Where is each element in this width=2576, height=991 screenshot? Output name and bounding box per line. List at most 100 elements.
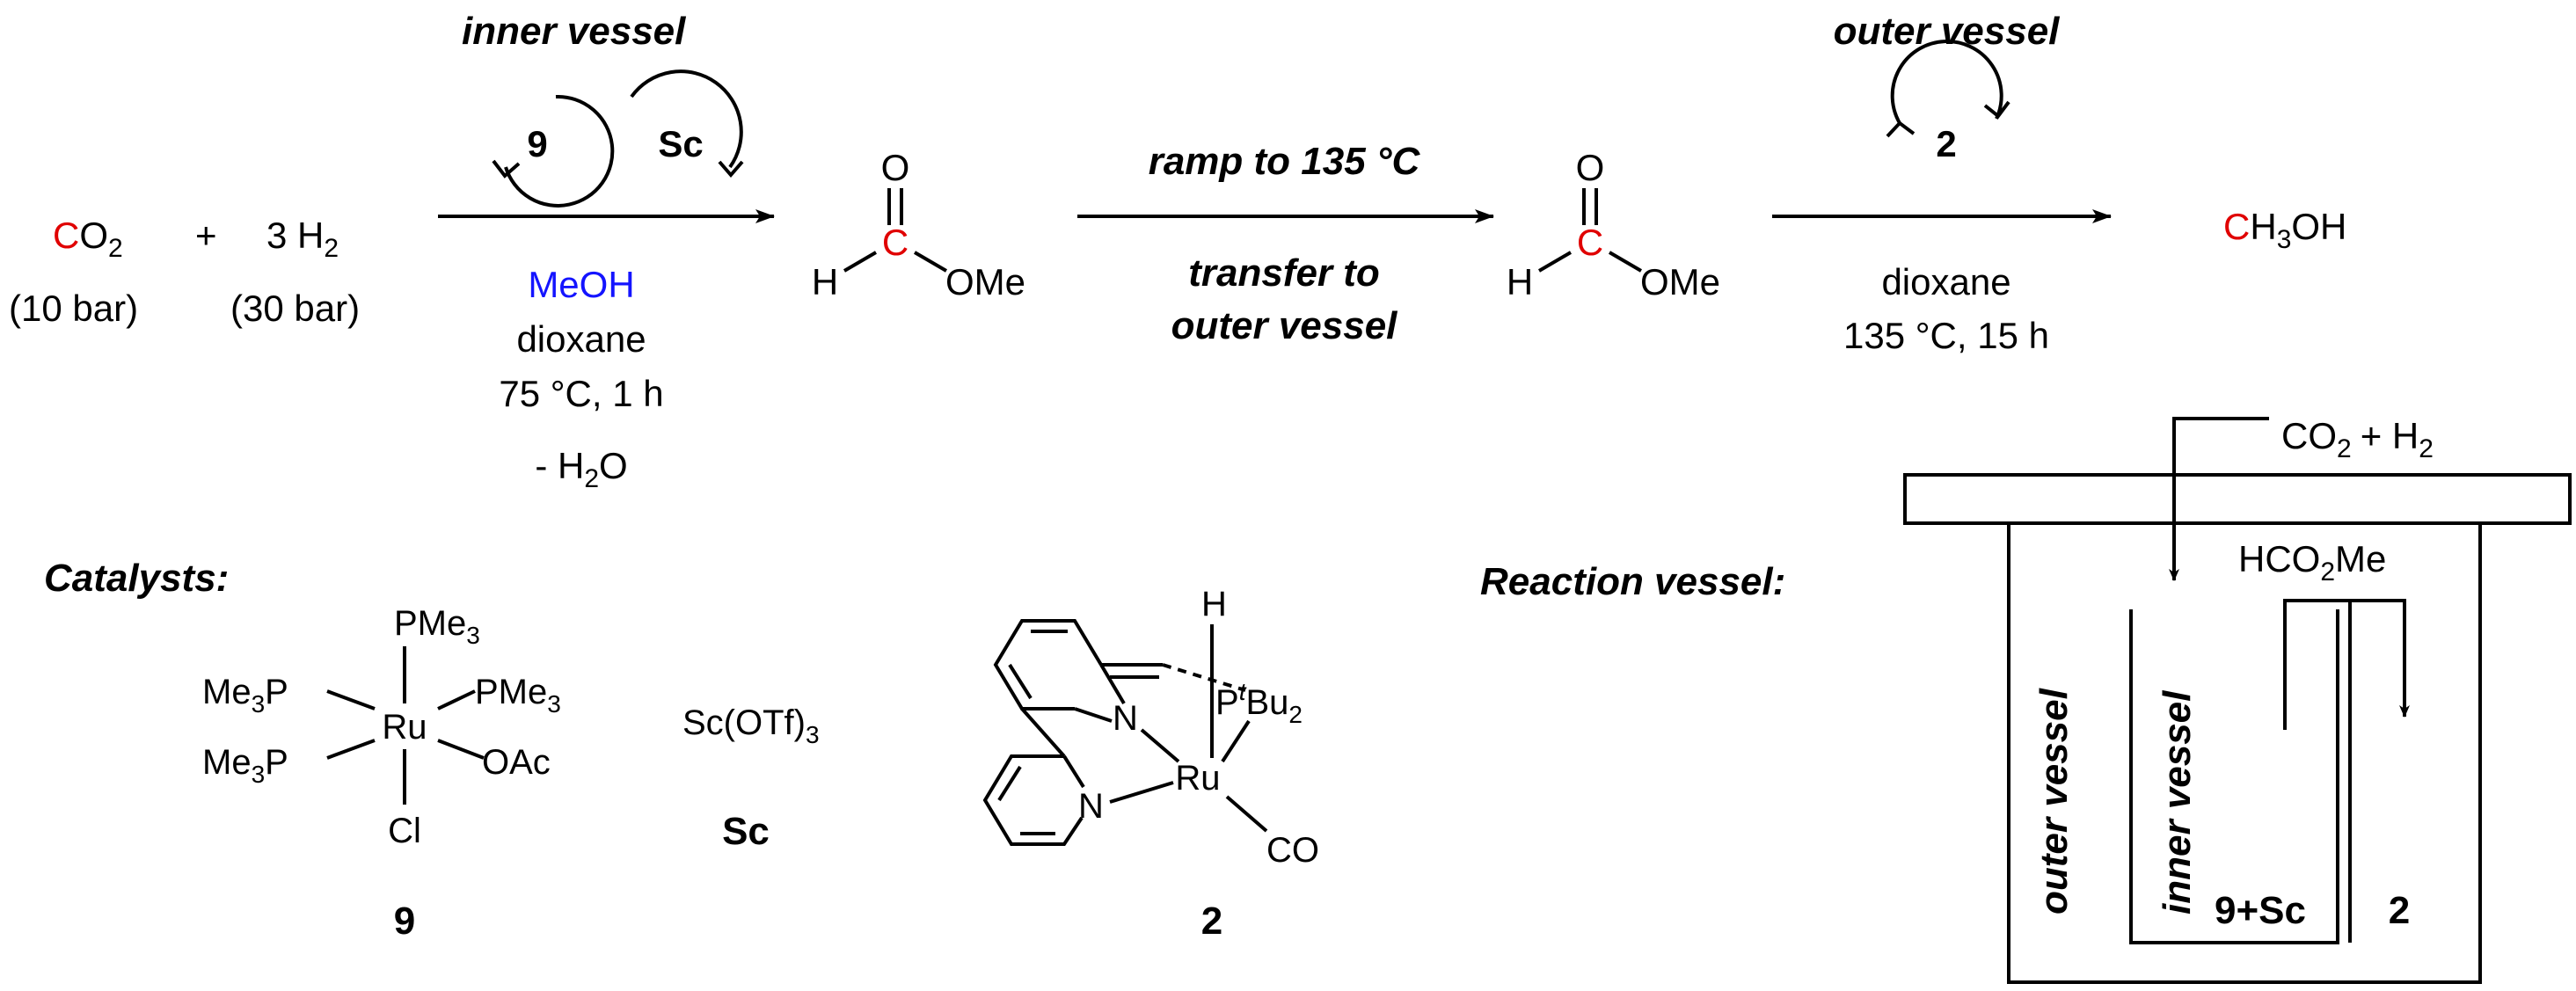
reaction-vessel-title: Reaction vessel: (1480, 560, 1785, 603)
step3-arrow-group: outer vessel 2 dioxane 135 °C, 15 h (1772, 10, 2112, 356)
formate-2-carbon: C (1577, 222, 1603, 263)
cycle-2-arc (1890, 40, 2003, 124)
step3-conditions: 135 °C, 15 h (1843, 315, 2049, 356)
formate-1-h: H (812, 261, 838, 302)
catalyst-9-compound-label: 9 (394, 900, 415, 943)
ru2-n-upper: N (1113, 699, 1138, 738)
ru9-pme3-right: PMe3 (475, 673, 561, 718)
step1-byproduct: - H2O (535, 445, 627, 493)
step2-arrow-group: ramp to 135 °C transfer to outer vessel (1077, 140, 1494, 347)
cycle-9-arrowhead (492, 159, 521, 179)
ru9-me3p-left-1: Me3P (202, 673, 288, 718)
formate-2-h: H (1507, 261, 1533, 302)
ru9-ru: Ru (382, 708, 427, 747)
inner-vessel-contents: 9+Sc (2215, 889, 2306, 932)
formate-2-ch-bond (1537, 251, 1573, 273)
catalysts-title: Catalysts: (44, 557, 229, 600)
hco2me-label: HCO2Me (2238, 538, 2386, 587)
ru9-pme3-top: PMe3 (394, 604, 480, 649)
formate-1-carbon: C (882, 222, 909, 263)
catalyst-9-structure: PMe3 Me3P PMe3 Ru Me3P OAc Cl 9 (202, 604, 561, 943)
catalyst-2-label: 2 (1936, 123, 1956, 164)
catalyst-sc-compound-label: Sc (722, 810, 770, 853)
ru9-me3p-left-2: Me3P (202, 743, 288, 788)
ru2-n-ru-bond (1140, 728, 1180, 763)
h2-formula: 3 H2 (266, 215, 339, 263)
ru2-upper-ring (993, 619, 1103, 710)
catalyst-2-compound-label: 2 (1201, 900, 1222, 943)
formate-2-ome: OMe (1640, 261, 1720, 302)
gas-feed-label: CO2+ H2 (2281, 415, 2434, 463)
outer-vessel-label: outer vessel (1834, 10, 2061, 53)
ru2-hydride: H (1201, 585, 1227, 623)
ru2-n2-ru-bond (1109, 781, 1174, 804)
ru2-n-lower: N (1078, 787, 1104, 826)
outer-vessel-rotated-label: outer vessel (2032, 688, 2076, 914)
ru2-co: CO (1266, 831, 1319, 870)
transfer-label-line2: outer vessel (1171, 304, 1398, 347)
ru2-lower-ring-to-n (1062, 754, 1085, 789)
formate-1-co-bond (913, 251, 948, 273)
ru2-lower-ring (982, 754, 1084, 846)
cycle-2: 2 (1886, 40, 2010, 164)
formate-2-carbonyl-o: O (1576, 147, 1605, 188)
vessel-lid (1903, 473, 2572, 525)
cycle-sc: Sc (630, 69, 744, 179)
cycle-2-arrowhead-left (1886, 120, 1916, 138)
methyl-formate-2: O C H OMe (1507, 147, 1720, 302)
catalyst-sc-label: Sc (658, 123, 703, 164)
cycle-9: 9 (492, 94, 615, 208)
inner-vessel-rotated-label: inner vessel (2156, 690, 2199, 914)
ru9-oac: OAc (482, 743, 551, 782)
step1-conditions: 75 °C, 1 h (499, 373, 663, 414)
ru9-bond-lower-left (326, 739, 376, 760)
outer-vessel-wall (2007, 523, 2482, 984)
catalyst-sc-structure: Sc(OTf)3 Sc (682, 703, 820, 853)
methyl-formate-1: O C H OMe (812, 147, 1025, 302)
ru2-p-tbu2: PtBu2 (1215, 678, 1303, 728)
ru2-ru: Ru (1175, 759, 1220, 798)
cycle-sc-arc (630, 69, 743, 169)
outer-vessel-contents: 2 (2389, 889, 2410, 932)
ru9-bond-upper-right (437, 689, 476, 710)
catalyst-9-label: 9 (527, 123, 547, 164)
ru2-ru-co-bond (1225, 795, 1268, 833)
ru2-c-n-bond (1074, 707, 1113, 723)
co2-pressure: (10 bar) (9, 288, 138, 329)
step1-arrow-group: inner vessel 9 Sc MeOH dioxane 75 °C, 1 … (438, 10, 775, 493)
reaction-vessel-diagram: CO2+ H2 HCO2Me outer vessel inner vessel… (1903, 415, 2572, 984)
ru2-interring-bond (1020, 707, 1066, 758)
inner-vessel-label: inner vessel (462, 10, 686, 53)
ru9-bond-upper-left (326, 689, 376, 710)
transfer-tube (2283, 599, 2410, 730)
transfer-label-line1: transfer to (1188, 251, 1380, 295)
cycle-9-arc (504, 94, 615, 208)
reactants: CO2 + 3 H2 (10 bar) (30 bar) (9, 215, 360, 329)
step1-reagent: MeOH (528, 264, 634, 305)
ru2-upper-ring-to-n (1099, 663, 1126, 705)
h2-pressure: (30 bar) (230, 288, 360, 329)
ru2-upper-ring-db1 (1008, 663, 1033, 700)
methanol-formula: CH3OH (2223, 206, 2346, 254)
ru2-lower-ring-db1 (997, 765, 1022, 802)
ramp-label: ramp to 135 °C (1149, 140, 1421, 183)
step3-solvent: dioxane (1881, 261, 2010, 302)
formate-1-ch-bond (843, 251, 878, 273)
plus-sign: + (195, 215, 217, 256)
cycle-2-arrowhead-right (1983, 100, 2010, 119)
ru2-c-p-bond (1162, 663, 1246, 692)
co2-formula: CO2 (53, 215, 123, 263)
formate-1-carbonyl-o: O (881, 147, 910, 188)
sc-formula: Sc(OTf)3 (682, 703, 820, 748)
cycle-sc-arrowhead (718, 160, 744, 179)
gas-feed-line (2169, 417, 2269, 581)
catalyst-2-structure: PtBu2 N H Ru N CO 2 (982, 585, 1319, 943)
formate-2-co-bond (1608, 251, 1643, 273)
ru9-cl: Cl (388, 812, 421, 850)
inner-vessel-wall (2129, 609, 2339, 944)
step1-solvent: dioxane (516, 318, 646, 360)
ru2-p-ru-bond (1221, 719, 1251, 763)
ru9-bond-lower-right (437, 739, 485, 760)
formate-1-ome: OMe (945, 261, 1025, 302)
